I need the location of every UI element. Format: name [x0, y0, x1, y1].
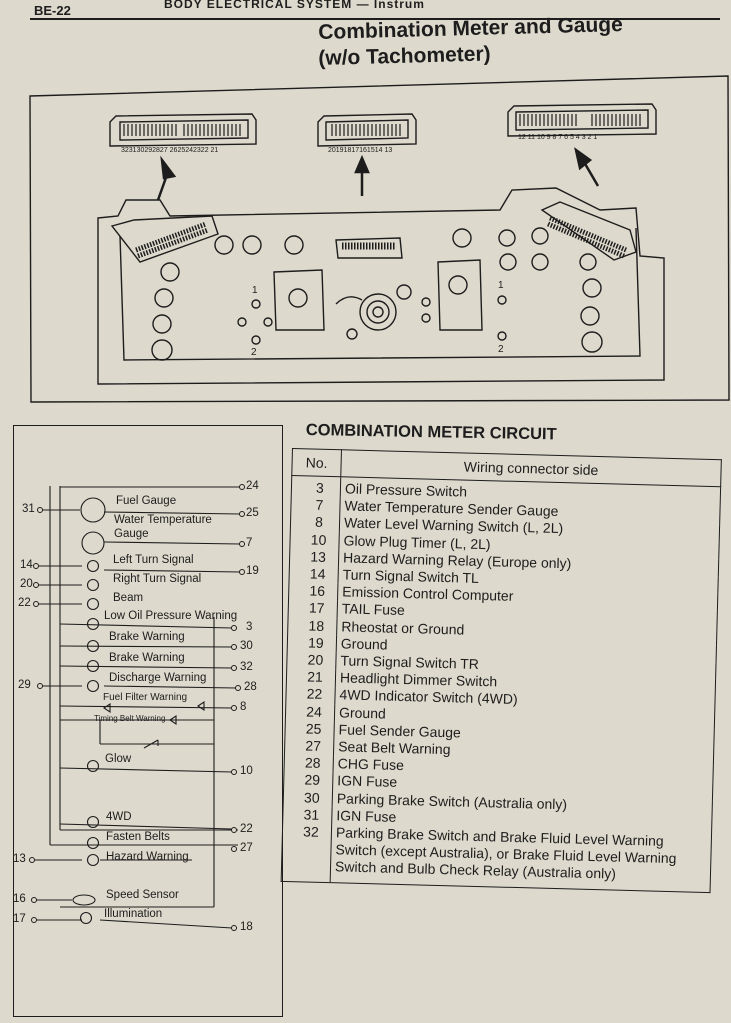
terminal-label: 16 — [13, 893, 26, 905]
output-label: 18 — [240, 921, 253, 933]
output-label: 24 — [246, 480, 259, 492]
terminal-label: 31 — [22, 503, 35, 515]
output-label: 27 — [240, 842, 253, 854]
output-label: 30 — [240, 640, 253, 652]
housing-label: 1 — [252, 285, 258, 296]
housing-label: 1 — [498, 280, 504, 291]
component-label: Fuel Filter Warning — [103, 692, 188, 703]
page-number: BE-22 — [34, 3, 71, 18]
output-label: 22 — [240, 823, 253, 835]
connector-left — [109, 113, 257, 147]
component-label: Gauge — [114, 528, 149, 540]
terminal-label: 14 — [20, 559, 33, 571]
housing-label: 2 — [498, 344, 504, 355]
connector-middle-pins: 20191817161514 13 — [328, 147, 393, 154]
output-label: 8 — [240, 701, 247, 713]
component-label: Right Turn Signal — [113, 573, 202, 585]
output-label: 10 — [240, 765, 253, 777]
meter-housing-diagram — [29, 75, 730, 403]
component-label: Speed Sensor — [106, 889, 179, 901]
column-header-no: No. — [291, 448, 342, 477]
component-label: Brake Warning — [109, 652, 185, 664]
circuit-diagram-frame — [13, 425, 283, 1017]
terminal-label: 22 — [18, 597, 31, 609]
component-label: Water Temperature — [114, 514, 212, 526]
housing-label: 2 — [251, 347, 257, 358]
component-label: Low Oil Pressure Warning — [104, 610, 238, 622]
component-label: Glow — [105, 753, 132, 765]
component-label: Brake Warning — [109, 631, 185, 643]
circuit-diagram — [29, 484, 245, 931]
component-label: Discharge Warning — [109, 672, 207, 684]
component-label: Beam — [113, 592, 144, 604]
terminal-label: 13 — [13, 853, 26, 865]
component-label: Hazard Warning — [106, 851, 189, 863]
terminal-label: 17 — [13, 913, 26, 925]
terminal-label: 20 — [20, 578, 33, 590]
component-label: Left Turn Signal — [113, 554, 194, 566]
table-title: COMBINATION METER CIRCUIT — [305, 421, 557, 444]
output-label: 3 — [246, 621, 253, 633]
connector-right-pins: 12 11 10 9 8 7 6 5 4 3 2 1 — [518, 134, 598, 141]
connector-left-pins: 323130292827 2625242322 21 — [121, 147, 219, 154]
header-rule — [30, 18, 720, 20]
component-label: 4WD — [106, 811, 132, 823]
output-label: 7 — [246, 537, 253, 549]
output-label: 32 — [240, 661, 253, 673]
component-label: Fasten Belts — [106, 831, 170, 843]
output-label: 19 — [246, 565, 259, 577]
component-label: Illumination — [104, 908, 163, 920]
output-label: 25 — [246, 507, 259, 519]
component-label: Fuel Gauge — [116, 495, 177, 507]
output-label: 28 — [244, 681, 257, 693]
running-header: BODY ELECTRICAL SYSTEM — Instrum — [164, 0, 425, 11]
component-label: Timing Belt Warning — [94, 714, 166, 723]
terminal-label: 29 — [18, 679, 31, 691]
